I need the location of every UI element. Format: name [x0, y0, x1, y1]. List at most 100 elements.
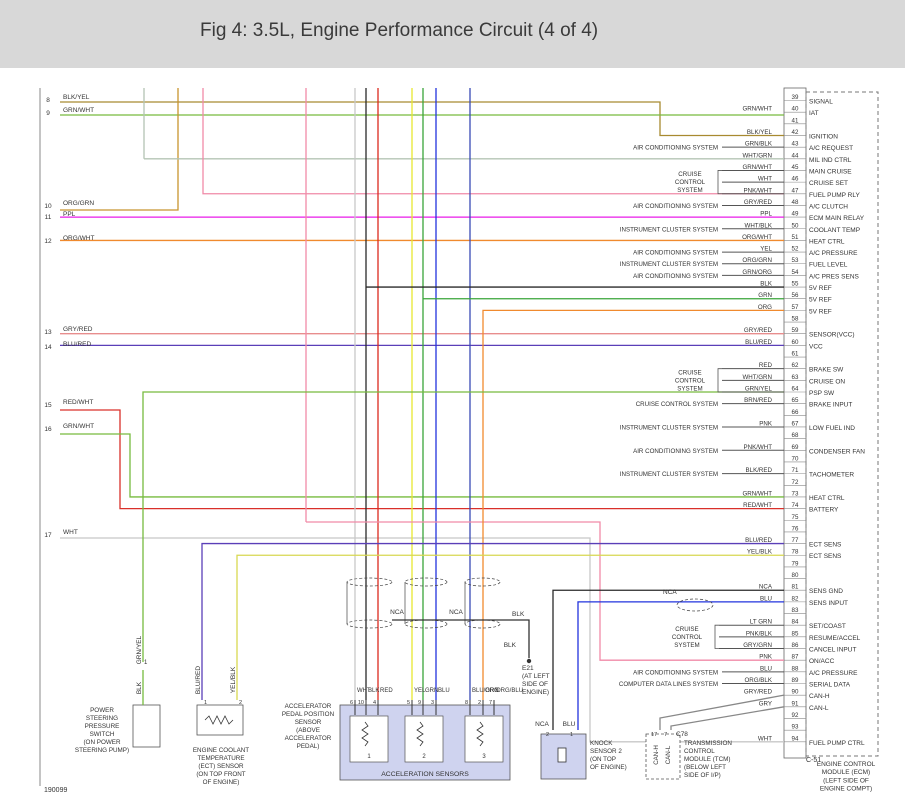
wire-nca-sens-gnd: [552, 589, 784, 730]
ecm-pin-number: 49: [792, 211, 799, 218]
ecm-pin-label: TACHOMETER: [809, 472, 854, 479]
ecm-pin-number: 84: [792, 619, 799, 626]
ecm-wire-label: GRY/RED: [744, 327, 773, 334]
ecm-pin-number: 75: [792, 514, 799, 521]
ecm-pin-number: 50: [792, 222, 799, 229]
wire-org-5vref: [482, 309, 784, 700]
left-pin-number: 16: [44, 426, 52, 433]
ecm-pin-label: CANCEL INPUT: [809, 647, 856, 654]
cruise-control-label: SYSTEM: [677, 187, 702, 194]
ecm-pin-number: 39: [792, 94, 799, 101]
cruise-control-label: CRUISE: [675, 626, 698, 633]
ect-wire-label: BLU/RED: [195, 666, 202, 694]
destination-system-label: INSTRUMENT CLUSTER SYSTEM: [620, 424, 718, 431]
ecm-pin-number: 73: [792, 490, 799, 497]
ecm-pin-number: 40: [792, 106, 799, 113]
aps-pin-number: 7: [489, 700, 492, 706]
knock-nca-label: NCA: [663, 589, 677, 596]
aps-wire-label: WHT: [357, 688, 371, 694]
aps-wire-label: BLK: [368, 688, 379, 694]
left-wire-label: GRN/WHT: [63, 423, 94, 430]
ect-sensor-label: (ON TOP FRONT: [196, 771, 245, 778]
ecm-wire-label: GRN/YEL: [745, 386, 773, 393]
ecm-pin-number: 59: [792, 327, 799, 334]
ground-note: (AT LEFT: [522, 673, 550, 680]
ecm-pin-label: SENS INPUT: [809, 600, 848, 607]
aps-pin-number: 5: [407, 700, 410, 706]
ecm-module-outline: [805, 91, 879, 757]
wire-pink-on-acc: [306, 521, 784, 661]
knock-wire-label: BLU: [563, 721, 576, 728]
left-pin-number: 17: [44, 532, 52, 539]
aps-sensor-label: PEDAL POSITION: [282, 711, 335, 718]
ecm-wire-label: BRN/RED: [744, 397, 772, 404]
ecm-pin-number: 41: [792, 117, 799, 124]
ecm-pin-label: ECM MAIN RELAY: [809, 215, 865, 222]
wire-can-l: [670, 706, 785, 730]
destination-system-label: INSTRUMENT CLUSTER SYSTEM: [620, 261, 718, 268]
ecm-pin-label: IAT: [809, 110, 819, 117]
ecm-wire-label: BLK: [760, 281, 773, 288]
figure-banner: Fig 4: 3.5L, Engine Performance Circuit …: [0, 0, 905, 68]
aps-resistor: [476, 721, 484, 747]
ecm-pin-label: FUEL LEVEL: [809, 262, 848, 269]
ecm-pin-label: CONDENSER FAN: [809, 448, 865, 455]
left-wire-label: BLU/RED: [63, 341, 91, 348]
ect-pin-number: 1: [204, 700, 207, 706]
ecm-pin-label: A/C CLUTCH: [809, 203, 848, 210]
ecm-pin-label: SENSOR(VCC): [809, 332, 855, 339]
ecm-wire-label: NCA: [759, 584, 773, 591]
psp-switch-box: [132, 704, 161, 748]
ect-sensor-box: [196, 704, 244, 736]
psp-switch-label: POWER: [90, 707, 114, 714]
ecm-pin-label: 5V REF: [809, 308, 832, 315]
ecm-pin-label: VCC: [809, 343, 823, 350]
ect-thermistor: [204, 715, 234, 725]
ecm-pin-label: CAN-H: [809, 693, 830, 700]
figure-code: 190099: [44, 787, 67, 794]
ecm-pin-label: SIGNAL: [809, 99, 833, 106]
wire-runs: [60, 88, 785, 743]
aps-element: [404, 715, 444, 763]
ecm-pin-number: 85: [792, 630, 799, 637]
ect-sensor-label: (ECT) SENSOR: [198, 763, 244, 770]
tcm-label: CONTROL: [684, 748, 715, 755]
ecm-pin-label: MIL IND CTRL: [809, 157, 852, 164]
wire-red-wht: [60, 409, 784, 510]
ecm-module-label: ENGINE COMPT): [820, 786, 872, 793]
ecm-pin-number: 60: [792, 339, 799, 346]
destination-system-label: AIR CONDITIONING SYSTEM: [633, 273, 718, 280]
ecm-wire-label: GRN: [758, 292, 772, 299]
ecm-pin-number: 86: [792, 642, 799, 649]
wire-pink-fuel-pump-rly: [202, 88, 784, 195]
tcm-pin-number: 7: [664, 732, 667, 738]
left-wire-label: BLK/YEL: [63, 94, 90, 101]
tcm-pin-number: 17: [651, 732, 657, 738]
ecm-pin-number: 64: [792, 386, 799, 393]
ecm-wire-label: BLU: [760, 665, 772, 672]
ecm-wire-label: BLK/RED: [746, 467, 773, 474]
ecm-pin-number: 91: [792, 700, 799, 707]
ecm-wire-label: GRY/RED: [744, 689, 773, 696]
wire-blu-sens-input: [577, 601, 784, 730]
ecm-wire-label: PNK: [759, 654, 773, 661]
aps-pin-number: 4: [373, 700, 376, 706]
psp-switch-label: (ON POWER: [83, 739, 121, 746]
ecm-pin-number: 83: [792, 607, 799, 614]
cruise-control-label: CONTROL: [672, 634, 703, 641]
left-wire-label: PPL: [63, 211, 76, 218]
ecm-wire-label: WHT/BLK: [744, 222, 772, 229]
aps-wire-label: BLU/GRN: [472, 688, 499, 694]
wire-wht-fuel-pump: [60, 537, 784, 743]
aps-box-label: ACCELERATION SENSORS: [381, 771, 469, 778]
shield-blk-label: BLK: [512, 611, 525, 618]
cruise-control-label: CRUISE: [678, 369, 701, 376]
ecm-pin-number: 65: [792, 397, 799, 404]
destination-system-label: AIR CONDITIONING SYSTEM: [633, 448, 718, 455]
knock-pin-number: 2: [546, 732, 549, 738]
ecm-module-label: ENGINE CONTROL: [817, 761, 876, 768]
ecm-wire-label: GRN/WHT: [742, 106, 772, 113]
ecm-pin-number: 45: [792, 164, 799, 171]
ecm-wire-label: PPL: [760, 211, 772, 218]
